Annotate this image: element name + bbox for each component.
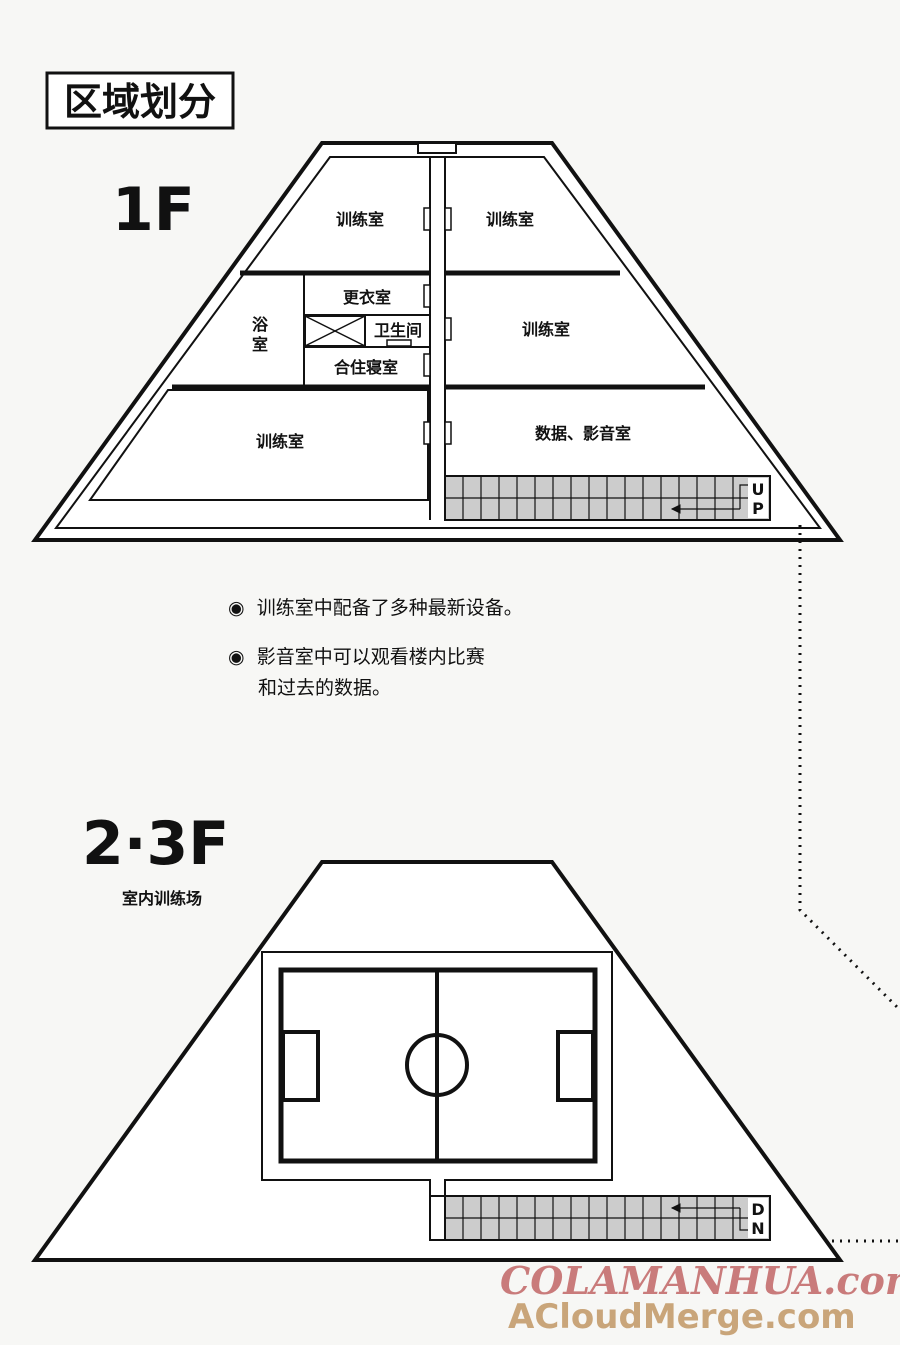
note-text-cont: 和过去的数据。 bbox=[258, 677, 392, 699]
dotted-connector bbox=[798, 525, 900, 1012]
floor23-subtitle: 室内训练场 bbox=[122, 889, 202, 908]
bullet-icon: ◉ bbox=[228, 646, 245, 668]
bullet-icon: ◉ bbox=[228, 597, 245, 619]
stairs-up-label-p: P bbox=[752, 499, 764, 518]
floor1-plan bbox=[31, 141, 844, 542]
floor1-label: 1F bbox=[112, 175, 195, 245]
room-dorm: 合住寝室 bbox=[334, 358, 398, 377]
room-training-top-left: 训练室 bbox=[336, 210, 384, 229]
room-bath: 浴室 bbox=[252, 315, 269, 354]
stairs-down-label-d: D bbox=[751, 1200, 764, 1219]
stairs-up-label-u: U bbox=[752, 480, 765, 499]
room-toilet: 卫生间 bbox=[374, 321, 422, 340]
section-title: 区域划分 bbox=[64, 80, 216, 124]
room-media: 数据、影音室 bbox=[535, 424, 631, 443]
room-training-top-right: 训练室 bbox=[486, 210, 534, 229]
room-locker: 更衣室 bbox=[343, 288, 391, 307]
note-1: ◉ 训练室中配备了多种最新设备。 bbox=[228, 593, 523, 624]
stairs-down-label-n: N bbox=[751, 1219, 764, 1238]
watermark-line1: COLAMANHUA.com bbox=[500, 1258, 900, 1303]
note-2: ◉ 影音室中可以观看楼内比赛和过去的数据。 bbox=[228, 642, 485, 704]
floor23-label: 2·3F bbox=[82, 809, 229, 879]
note-text: 训练室中配备了多种最新设备。 bbox=[256, 597, 523, 619]
title-box bbox=[45, 71, 235, 130]
floor23-plan bbox=[31, 860, 844, 1262]
note-text: 影音室中可以观看楼内比赛 bbox=[256, 646, 485, 668]
room-training-mid-right: 训练室 bbox=[522, 320, 570, 339]
watermark-line2: ACloudMerge.com bbox=[508, 1297, 856, 1337]
room-training-bottom-left: 训练室 bbox=[256, 432, 304, 451]
